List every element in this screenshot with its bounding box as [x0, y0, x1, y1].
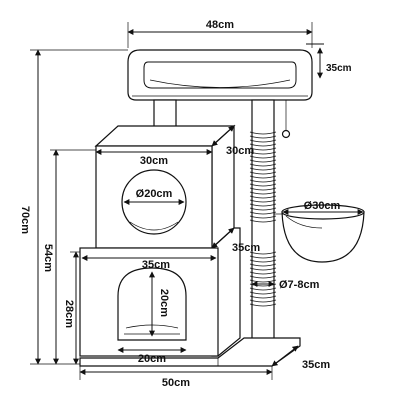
- label-door-width: 20cm: [138, 353, 166, 365]
- sisal-coil: [249, 143, 277, 147]
- bowl: [274, 204, 365, 263]
- label-height-54: 54cm: [42, 244, 54, 272]
- sisal-coil: [249, 167, 277, 171]
- sisal-coil: [249, 211, 277, 215]
- sisal-coil: [249, 175, 277, 179]
- label-upper-width: 30cm: [140, 155, 168, 167]
- sisal-coil: [249, 275, 277, 279]
- label-post-diameter: Ø7-8cm: [279, 279, 320, 291]
- label-total-height: 70cm: [19, 206, 31, 234]
- sisal-coil: [249, 207, 277, 211]
- sisal-coil: [249, 139, 277, 143]
- sisal-coil: [249, 251, 277, 255]
- sisal-coil: [249, 147, 277, 151]
- sisal-coil: [249, 183, 277, 187]
- label-top-width: 48cm: [206, 19, 234, 31]
- label-upper-depth: 30cm: [226, 145, 254, 157]
- sisal-coil: [249, 259, 277, 263]
- top-lounger: [127, 49, 313, 139]
- sisal-coil: [249, 271, 277, 275]
- sisal-coil: [249, 179, 277, 183]
- label-bowl-diameter: Ø30cm: [304, 200, 341, 212]
- label-door-height: 20cm: [158, 289, 170, 317]
- label-top-height: 35cm: [326, 63, 352, 74]
- sisal-coil: [249, 135, 277, 139]
- label-hole-diameter: Ø20cm: [136, 188, 173, 200]
- sisal-coil: [249, 151, 277, 155]
- sisal-coil: [249, 199, 277, 203]
- sisal-coil: [249, 163, 277, 167]
- sisal-coil: [249, 291, 277, 295]
- label-base-width: 50cm: [162, 377, 190, 389]
- sisal-coil: [249, 131, 277, 135]
- label-lower-depth: 35cm: [232, 242, 260, 254]
- sisal-coil: [249, 299, 277, 303]
- sisal-coil: [249, 295, 277, 299]
- sisal-coil: [249, 191, 277, 195]
- sisal-coil: [249, 203, 277, 207]
- dimension-lines: [30, 22, 364, 380]
- sisal-coil: [249, 195, 277, 199]
- sisal-coil: [249, 267, 277, 271]
- sisal-coil: [249, 171, 277, 175]
- sisal-coil: [249, 187, 277, 191]
- sisal-coil: [249, 159, 277, 163]
- label-lower-height: 28cm: [63, 300, 75, 328]
- sisal-coil: [249, 287, 277, 291]
- label-base-depth: 35cm: [302, 359, 330, 371]
- sisal-coil: [249, 155, 277, 159]
- sisal-coil: [249, 303, 277, 307]
- sisal-coil: [249, 255, 277, 259]
- sisal-post: [249, 99, 277, 341]
- upper-cube: [94, 124, 236, 250]
- sisal-coil: [249, 263, 277, 267]
- base-board: [79, 337, 301, 367]
- sisal-coil: [249, 215, 277, 219]
- label-lower-width: 35cm: [142, 259, 170, 271]
- sisal-coil: [249, 219, 277, 223]
